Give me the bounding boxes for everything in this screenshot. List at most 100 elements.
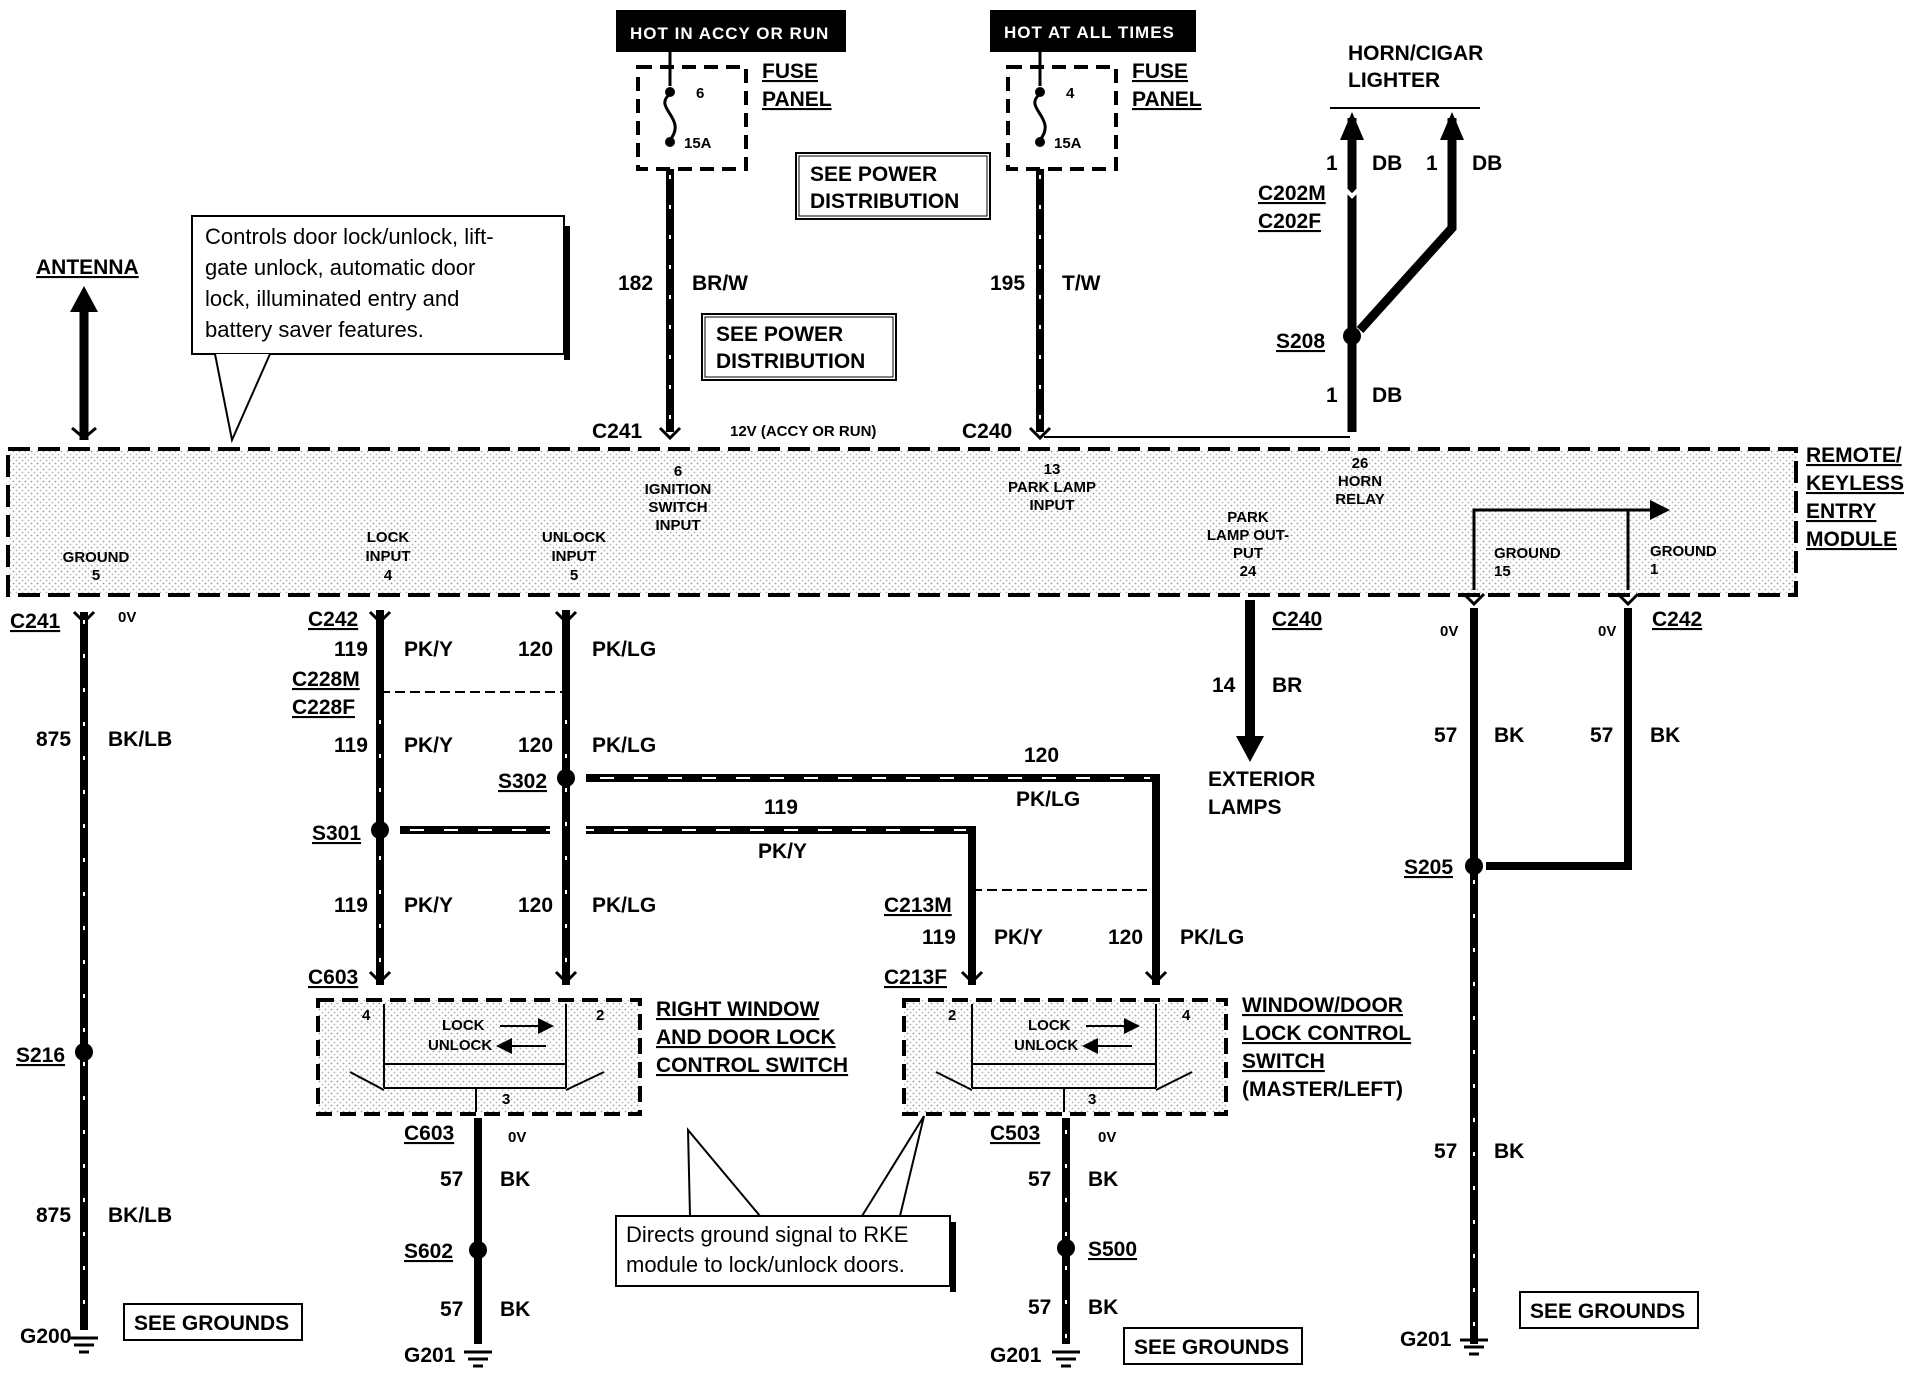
pin-unlock-l3: 5 (570, 567, 578, 584)
banner-accy-run-text: HOT IN ACCY OR RUN (630, 24, 829, 43)
right-switch-blades (349, 1071, 605, 1091)
wire-119-num-a: 119 (334, 638, 368, 661)
horn-arrow-right (1440, 112, 1464, 140)
wire-120-num-d: 120 (1108, 926, 1143, 949)
pin-parkout-l3: PUT (1233, 545, 1263, 562)
wire-875-num-a: 875 (36, 728, 71, 751)
fuse-right-number: 4 (1066, 85, 1075, 102)
splice-s216-label: S216 (16, 1044, 65, 1067)
wire-120-num-a: 120 (518, 638, 553, 661)
fuse-left-element (663, 92, 677, 141)
right-switch-lock: LOCK (442, 1017, 485, 1034)
voltage-gnd1: 0V (1598, 623, 1616, 640)
wire-119-num-c: 119 (334, 894, 368, 917)
master-switch-pin4: 4 (1182, 1007, 1191, 1024)
see-grounds-3: SEE GROUNDS (1530, 1300, 1685, 1323)
callout-module-pointer (214, 353, 271, 444)
callout-switch-l2: module to lock/unlock doors. (626, 1252, 905, 1277)
ground-g200-label: G200 (20, 1325, 71, 1348)
splice-s216 (75, 1043, 93, 1061)
callout-switch-l1: Directs ground signal to RKE (626, 1222, 908, 1247)
voltage-c603: 0V (508, 1129, 526, 1146)
splice-s302-label: S302 (498, 770, 547, 793)
keyless-entry-module (6, 447, 1798, 597)
conn-c242-right: C242 (1652, 608, 1702, 631)
antenna-conn-mark (71, 426, 97, 440)
pin-ground15-l1: GROUND (1494, 545, 1561, 562)
wire-57-color-d: BK (1088, 1296, 1118, 1319)
module-title-3: ENTRY (1806, 500, 1876, 523)
wire-120-color-cross: PK/LG (1016, 788, 1080, 811)
wire-57-color-a: BK (500, 1168, 530, 1191)
see-power-2-line2: DISTRIBUTION (716, 350, 865, 373)
horn-arrow-left (1340, 112, 1364, 140)
callout-module-shadow (564, 226, 570, 360)
pin-ground5-l1: GROUND (63, 549, 130, 566)
pin-unlock-l2: INPUT (552, 548, 597, 565)
see-grounds-1: SEE GROUNDS (134, 1312, 289, 1335)
fuse-right-rating: 15A (1054, 135, 1082, 152)
fuse-box-left (636, 65, 748, 171)
wire-57-color-f: BK (1650, 724, 1680, 747)
wire-57-num-c: 57 (1028, 1168, 1051, 1191)
right-switch-contacts (383, 1004, 567, 1112)
conn-c202f: C202F (1258, 210, 1321, 233)
module-internal-ground (1472, 508, 1650, 590)
module-title-1: REMOTE/ (1806, 444, 1902, 467)
wire-195-num: 195 (990, 272, 1025, 295)
conn-c241-top-mark (658, 426, 682, 441)
wire-57-num-f: 57 (1590, 724, 1613, 747)
wire-120-color-a: PK/LG (592, 638, 656, 661)
conn-c603-bottom: C603 (404, 1122, 454, 1145)
exterior-lamps-arrow (1236, 736, 1264, 762)
pin-horn-l2: HORN (1338, 473, 1382, 490)
pin-ign-l1: 6 (674, 463, 682, 480)
callout-module-l3: lock, illuminated entry and (205, 286, 459, 311)
splice-s602-label: S602 (404, 1240, 453, 1263)
fuse-right-terminal-b (1035, 137, 1045, 147)
wire-120-num-cross: 120 (1024, 744, 1059, 767)
fuse-left-title1: FUSE (762, 60, 818, 83)
wire-120-color-c: PK/LG (592, 894, 656, 917)
wire-57-num-a: 57 (440, 1168, 463, 1191)
conn-c242-marks (368, 610, 578, 625)
wire-120-num-c: 120 (518, 894, 553, 917)
wire-119-num-d: 119 (922, 926, 956, 949)
module-title-2: KEYLESS (1806, 472, 1904, 495)
wire-57-num-b: 57 (440, 1298, 463, 1321)
callout-switch-pointer-a (686, 1127, 763, 1217)
splice-s301-label: S301 (312, 822, 361, 845)
splice-s301 (371, 821, 389, 839)
fuse-right-title1: FUSE (1132, 60, 1188, 83)
callout-module-l1: Controls door lock/unlock, lift- (205, 224, 494, 249)
splice-s500 (1057, 1239, 1075, 1257)
module-ground-arrow (1650, 500, 1670, 520)
fuse-left-terminal-b (665, 137, 675, 147)
horn-cigar-line2: LIGHTER (1348, 69, 1440, 92)
ground-symbol-g201-b (1052, 1350, 1080, 1368)
callout-switch-box (615, 1215, 951, 1287)
see-power-1-line2: DISTRIBUTION (810, 190, 959, 213)
conn-c241-bottom: C241 (10, 610, 61, 633)
pin-ign-l4: INPUT (656, 517, 701, 534)
wire-1-color-b: DB (1472, 152, 1502, 175)
pin-parkin-l2: PARK LAMP (1008, 479, 1096, 496)
voltage-note: 12V (ACCY OR RUN) (730, 423, 876, 440)
wire-875-color-a: BK/LB (108, 728, 172, 751)
wire-57-num-g: 57 (1434, 1140, 1457, 1163)
wire-875-color-b: BK/LB (108, 1204, 172, 1227)
wire-57-gnd1 (1486, 608, 1632, 870)
conn-c228m: C228M (292, 668, 360, 691)
wire-1-num-a: 1 (1326, 152, 1338, 175)
see-power-2-line1: SEE POWER (716, 323, 843, 346)
wire-119-color-cross: PK/Y (758, 840, 807, 863)
right-switch-unlock: UNLOCK (428, 1037, 492, 1054)
conn-c240-bottom: C240 (1272, 608, 1322, 631)
splice-s205 (1465, 857, 1483, 875)
conn-c240-top: C240 (962, 420, 1012, 443)
wire-120-color-b: PK/LG (592, 734, 656, 757)
conn-c213m: C213M (884, 894, 952, 917)
wire-57-num-d: 57 (1028, 1296, 1051, 1319)
splice-s205-label: S205 (1404, 856, 1453, 879)
conn-c603-top-marks (368, 970, 578, 985)
